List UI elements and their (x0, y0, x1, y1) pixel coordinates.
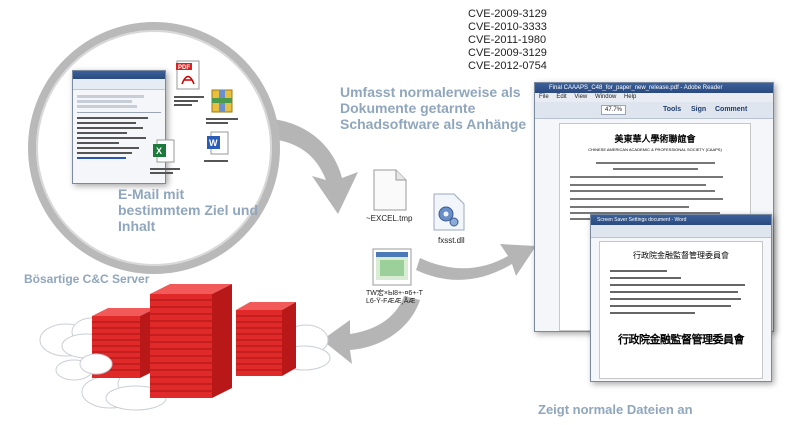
screenshot-file-label: TW宏×Ы8+-¤6+-T L6-Ÿ-FÆÆ¸ÃÆ (366, 290, 423, 305)
word-doc-lines (600, 261, 762, 323)
arrow-attachments-to-documents (416, 244, 536, 280)
menu-item-window[interactable]: Window (594, 94, 617, 100)
arrow-email-to-attachments (262, 118, 358, 214)
cve-item: CVE-2011-1980 (468, 34, 547, 46)
word-document-window: Screen Saver Settings document - Word 行政… (590, 214, 772, 382)
show-files-label: Zeigt normale Dateien an (538, 402, 693, 417)
temp-file-icon (373, 169, 407, 211)
attachment-name-lines (204, 158, 234, 164)
cloud-front-left (55, 353, 113, 381)
pdf-doc-heading: 美東華人學術聯誼會 (614, 135, 696, 145)
attachment-name-lines (150, 166, 180, 176)
tools-button[interactable]: Tools (663, 106, 682, 113)
email-magnifier (28, 22, 280, 274)
pdf-attachment-icon: PDF (176, 60, 200, 90)
word-ribbon (591, 225, 771, 238)
pdf-menu-bar: File Edit View Window Help (535, 93, 773, 102)
svg-text:X: X (156, 146, 162, 156)
menu-item-edit[interactable]: Edit (556, 94, 567, 100)
pdf-toolbar: 47.7% Tools Sign Comment (535, 102, 773, 119)
excel-tmp-label: ~EXCEL.tmp (366, 214, 413, 223)
email-ribbon (73, 79, 165, 90)
cve-item: CVE-2009-3129 (468, 47, 547, 59)
word-page: 行政院金融監督管理委員會 行政院金融監督管理委員會 (599, 241, 763, 379)
dll-label: fxsst.dll (438, 236, 465, 245)
word-window-title: Screen Saver Settings document - Word (591, 215, 771, 225)
cve-item: CVE-2009-3129 (468, 8, 547, 20)
pdf-window-title: Final CAAAPS_C48_for_paper_new_release.p… (535, 83, 773, 93)
server-stack-center (150, 284, 232, 398)
excel-attachment-icon: X (153, 139, 175, 163)
arrow-to-cc-server (322, 296, 420, 364)
svg-text:W: W (209, 138, 218, 148)
menu-item-help[interactable]: Help (623, 94, 637, 100)
archive-attachment-icon (211, 89, 233, 113)
email-body (73, 90, 165, 165)
svg-text:PDF: PDF (178, 65, 190, 71)
cc-server-illustration (39, 284, 331, 411)
word-doc-heading: 行政院金融監督管理委員會 (633, 251, 729, 260)
menu-item-view[interactable]: View (574, 94, 588, 100)
word-doc-footer: 行政院金融監督管理委員會 (618, 333, 745, 346)
screenshot-file-icon (372, 248, 412, 286)
comment-button[interactable]: Comment (715, 106, 748, 113)
dll-file-icon (433, 193, 465, 231)
cve-list: CVE-2009-3129 CVE-2010-3333 CVE-2011-198… (468, 8, 547, 73)
cc-server-label: Bösartige C&C Server (24, 272, 150, 286)
zoom-field[interactable]: 47.7% (601, 105, 627, 115)
sign-button[interactable]: Sign (691, 106, 707, 113)
pdf-doc-subheading: CHINESE AMERICAN ACADEMIC & PROFESSIONAL… (588, 147, 722, 152)
attachment-name-lines (206, 116, 238, 126)
email-label: E-Mail mit bestimmtem Ziel und Inhalt (118, 186, 259, 234)
email-client-window (72, 70, 166, 184)
word-attachment-icon: W (207, 131, 229, 155)
documents-label: Umfasst normalerweise als Dokumente geta… (340, 84, 527, 132)
attachment-name-lines (174, 94, 204, 108)
cve-item: CVE-2010-3333 (468, 21, 547, 33)
cve-item: CVE-2012-0754 (468, 60, 547, 72)
server-stack-right (236, 302, 296, 376)
menu-item-file[interactable]: File (539, 94, 549, 100)
email-window-titlebar (73, 71, 165, 79)
